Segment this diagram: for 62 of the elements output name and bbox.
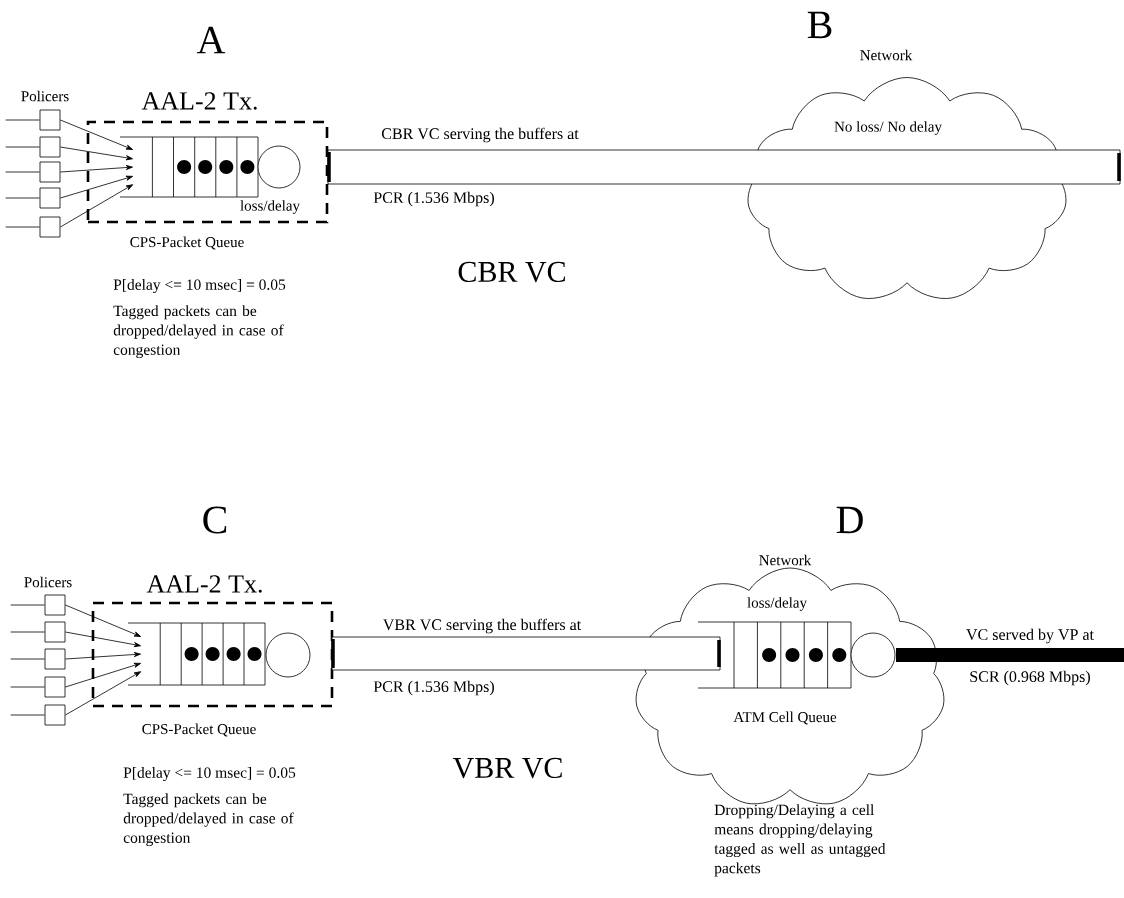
queue-label: loss/delay (240, 200, 300, 214)
arrow (65, 604, 142, 637)
panel-letter: A (196, 26, 226, 54)
server-circle (257, 145, 301, 189)
link-label: PCR (1.536 Mbps) (373, 191, 494, 207)
input-line (10, 658, 45, 660)
link-label: VBR VC serving the buffers at (383, 618, 582, 634)
arrow (65, 662, 141, 688)
arrow (65, 652, 141, 660)
panel-letter: D (836, 506, 863, 534)
input-line (5, 197, 40, 199)
server-circle (265, 632, 311, 678)
note: P[delay <= 10 msec] = 0.05 (113, 278, 286, 294)
arrow (65, 671, 142, 716)
panel-letter: B (807, 11, 832, 39)
input-line (5, 226, 40, 228)
arrow (65, 631, 141, 648)
policer-box (44, 704, 66, 726)
block-title: AAL-2 Tx. (141, 92, 257, 110)
queue-label: loss/delay (747, 597, 807, 611)
arrow (60, 165, 133, 173)
arrow (60, 184, 134, 228)
input-line (5, 119, 40, 121)
input-line (5, 171, 40, 173)
link-label: SCR (0.968 Mbps) (970, 670, 1090, 686)
network-label: Network (759, 554, 812, 566)
policer-box (44, 594, 66, 616)
arrow (60, 146, 133, 161)
queue-label: ATM Cell Queue (733, 711, 837, 725)
input-line (10, 631, 45, 633)
policer-box (39, 216, 61, 238)
input-line (10, 714, 45, 716)
cloud-text: No loss/ No delay (834, 121, 942, 135)
arrow (60, 119, 134, 150)
block-title: AAL-2 Tx. (146, 575, 262, 593)
panel-letter: C (203, 506, 227, 534)
policer-box (44, 676, 66, 698)
policer-box (39, 161, 61, 183)
input-line (10, 604, 45, 606)
note: Tagged packets can be dropped/delayed in case of congestion (113, 305, 284, 359)
link-type-label: VBR VC (452, 757, 562, 779)
policer-box (39, 136, 61, 158)
queue-label: CPS-Packet Queue (142, 723, 256, 737)
link-label: VC served by VP at (966, 628, 1094, 644)
policer-box (44, 621, 66, 643)
policers-label: Policers (24, 576, 72, 588)
note: P[delay <= 10 msec] = 0.05 (123, 766, 296, 782)
policers-label: Policers (21, 90, 69, 102)
policer-box (39, 187, 61, 209)
note: Tagged packets can be dropped/delayed in case of congestion (123, 793, 294, 847)
policer-box (44, 648, 66, 670)
server-circle (850, 632, 896, 678)
input-line (10, 686, 45, 688)
network-label: Network (860, 49, 913, 61)
queue-label: CPS-Packet Queue (130, 236, 244, 250)
input-line (5, 146, 40, 148)
policer-box (39, 109, 61, 131)
link-label: PCR (1.536 Mbps) (373, 680, 494, 696)
link-label: CBR VC serving the buffers at (381, 127, 579, 143)
arrow (60, 175, 133, 199)
note: Dropping/Delaying a cell means dropping/delaying tagged as well as untagged packets (714, 804, 886, 877)
link-type-label: CBR VC (458, 261, 565, 283)
